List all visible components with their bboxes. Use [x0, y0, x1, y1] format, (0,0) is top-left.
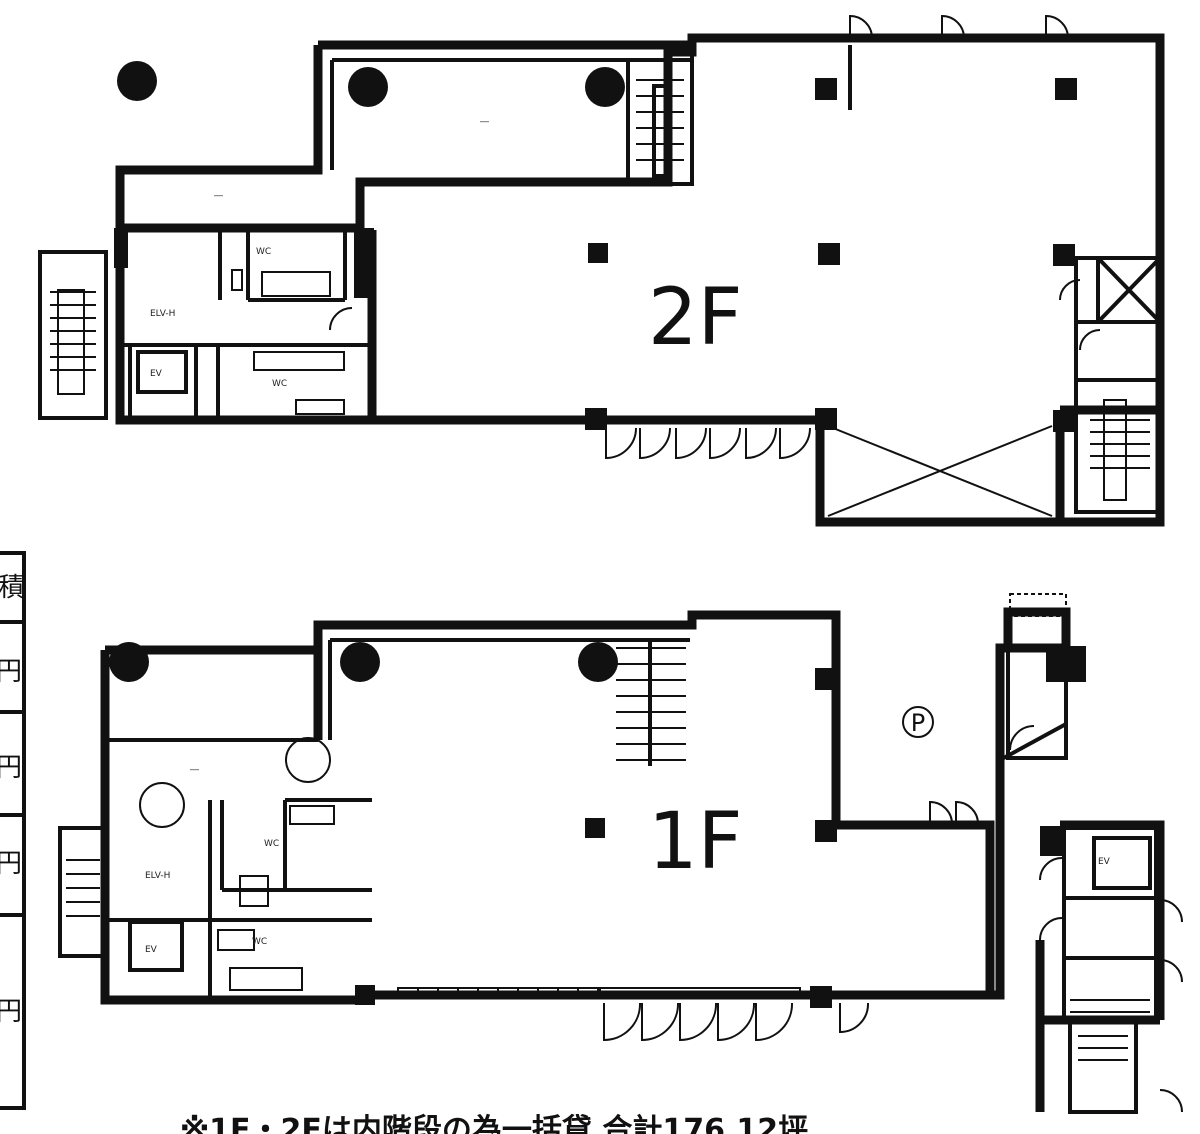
svg-text:WC: WC	[256, 247, 271, 257]
table-header-char: 積	[0, 573, 24, 603]
table-cell-3: 円	[0, 849, 22, 879]
svg-text:WC: WC	[272, 379, 287, 389]
svg-text:WC: WC	[252, 937, 267, 947]
footnote: ※1F・2Fは内階段の為一括貸 合計176.12坪	[180, 1113, 808, 1134]
floor-plan-1f: ELV-H EV WC WC ―	[58, 593, 1183, 1114]
svg-text:ELV-H: ELV-H	[145, 871, 170, 881]
svg-text:EV: EV	[1098, 857, 1111, 867]
svg-text:ELV-H: ELV-H	[150, 309, 175, 319]
svg-text:EV: EV	[150, 369, 163, 379]
svg-text:WC: WC	[264, 839, 279, 849]
svg-text:―: ―	[480, 117, 489, 127]
svg-text:EV: EV	[145, 945, 158, 955]
table-cell-1: 円	[0, 657, 22, 687]
floor-label-1f: 1F	[648, 797, 743, 887]
table-cell-2: 円	[0, 753, 22, 783]
floor-label-2f: 2F	[648, 273, 743, 363]
table-cell-4: 円	[0, 997, 22, 1027]
floor-plan-2f: ELV-H EV WC WC ― ―	[38, 14, 1165, 527]
svg-text:―: ―	[190, 765, 199, 775]
interior-stair-1f	[616, 640, 686, 766]
parking-symbol: P	[911, 709, 925, 737]
price-table: 積 円 円 円 円	[0, 551, 26, 1110]
svg-text:―: ―	[214, 191, 223, 201]
